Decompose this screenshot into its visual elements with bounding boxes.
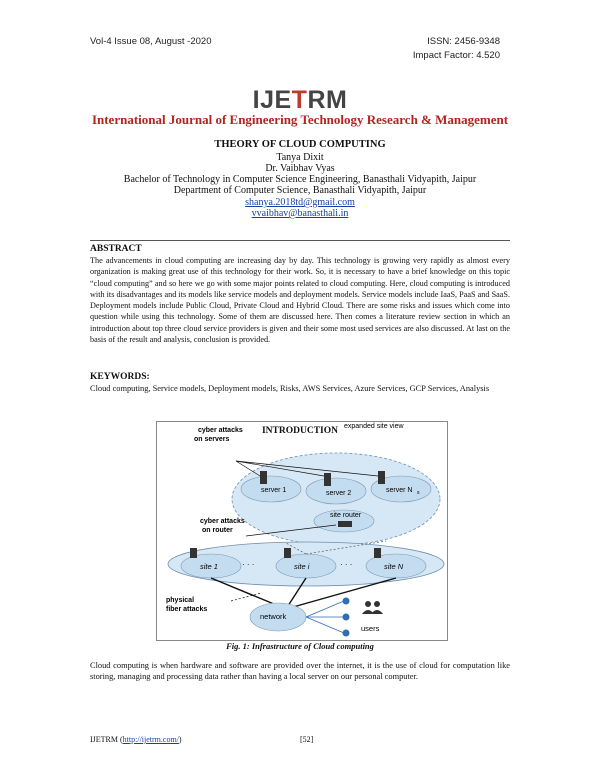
label-expanded: expanded site view (344, 423, 404, 430)
fiber-attack-line (230, 592, 262, 602)
cloud-infrastructure-figure: cyber attacks on servers expanded site v… (166, 423, 445, 637)
label-physical: physical (166, 597, 194, 604)
label-server-2: server 2 (326, 490, 351, 497)
site-1-building-icon (190, 548, 197, 558)
link-siten-network (285, 577, 397, 610)
server-n-icon (378, 471, 385, 484)
footer-close-paren: ) (178, 735, 182, 744)
label-cyber-router: cyber attacks (200, 518, 245, 525)
router-attack-arrow (245, 524, 337, 537)
impact-factor: Impact Factor: 4.520 (412, 50, 500, 61)
user-link-1 (305, 600, 345, 618)
label-site-1: site 1 (200, 562, 218, 571)
affiliation-1: Bachelor of Technology in Computer Scien… (123, 174, 477, 185)
label-cyber-router-2: on router (202, 527, 233, 534)
link-sitei-network (285, 577, 307, 610)
author-1: Tanya Dixit (276, 152, 324, 163)
email-link-2[interactable]: vvaibhav@banasthali.in (251, 208, 349, 219)
label-dots-2: · · · (340, 560, 352, 569)
keywords-heading: KEYWORDS: (90, 372, 150, 382)
journal-logo: IJETRM (0, 86, 600, 115)
attack-arrow-3 (235, 460, 379, 477)
keywords-text: Cloud computing, Service models, Deploym… (90, 384, 490, 393)
user-node-3 (342, 629, 350, 637)
label-cyber-servers: cyber attacks (198, 427, 243, 434)
introduction-text: Cloud computing is when hardware and sof… (90, 661, 510, 682)
attack-arrow-2 (235, 460, 325, 477)
footer-journal: IJETRM (http://ijetrm.com/) (90, 735, 182, 744)
abstract-heading: ABSTRACT (90, 244, 142, 254)
email-link-1[interactable]: shanya.2018td@gmail.com (245, 197, 355, 208)
label-site-router: site router (330, 512, 362, 519)
affiliation-2: Department of Computer Science, Banastha… (173, 185, 427, 196)
label-network: network (260, 612, 287, 621)
site-i-building-icon (284, 548, 291, 558)
label-users: users (361, 624, 380, 633)
label-cyber-servers-2: on servers (194, 436, 230, 443)
server-2-ellipse (305, 477, 367, 505)
label-server-n: server N (386, 487, 412, 494)
paper-title: THEORY OF CLOUD COMPUTING (214, 139, 386, 150)
site-n-building-icon (374, 548, 381, 558)
label-fiber-attacks: fiber attacks (166, 606, 207, 613)
figure-caption: Fig. 1: Infrastructure of Cloud computin… (226, 641, 374, 651)
attack-arrow-1 (235, 460, 261, 477)
logo-text-2: T (291, 86, 308, 114)
server-1-icon (260, 471, 267, 484)
label-dots-1: · · · (242, 560, 254, 569)
expand-line-2 (305, 540, 387, 555)
introduction-heading: INTRODUCTION (261, 426, 338, 436)
figure-frame (156, 421, 448, 641)
router-icon (338, 521, 352, 527)
author-2: Dr. Vaibhav Vyas (265, 163, 335, 174)
logo-text-1: IJE (252, 86, 292, 114)
label-server-1: server 1 (261, 487, 286, 494)
user-link-3 (305, 616, 345, 634)
journal-name: International Journal of Engineering Tec… (91, 112, 509, 127)
divider (90, 240, 510, 241)
abstract-text: The advancements in cloud computing are … (90, 256, 510, 345)
server-1-ellipse (240, 475, 302, 503)
footer-journal-name: IJETRM ( (90, 735, 123, 744)
page-number: [52] (300, 735, 314, 744)
users-icon (362, 601, 383, 614)
footer-url-link[interactable]: http://ijetrm.com/ (122, 735, 179, 744)
server-n-ellipse (370, 475, 432, 503)
label-site-n: site N (384, 562, 404, 571)
user-node-2 (342, 613, 350, 621)
label-server-n-sub: s (417, 490, 420, 496)
label-site-i: site i (294, 562, 310, 571)
logo-text-3: RM (307, 86, 348, 114)
user-node-1 (342, 597, 350, 605)
server-2-icon (324, 473, 331, 486)
issue-info: Vol-4 Issue 08, August -2020 (90, 36, 212, 47)
issn: ISSN: 2456-9348 (427, 36, 500, 47)
